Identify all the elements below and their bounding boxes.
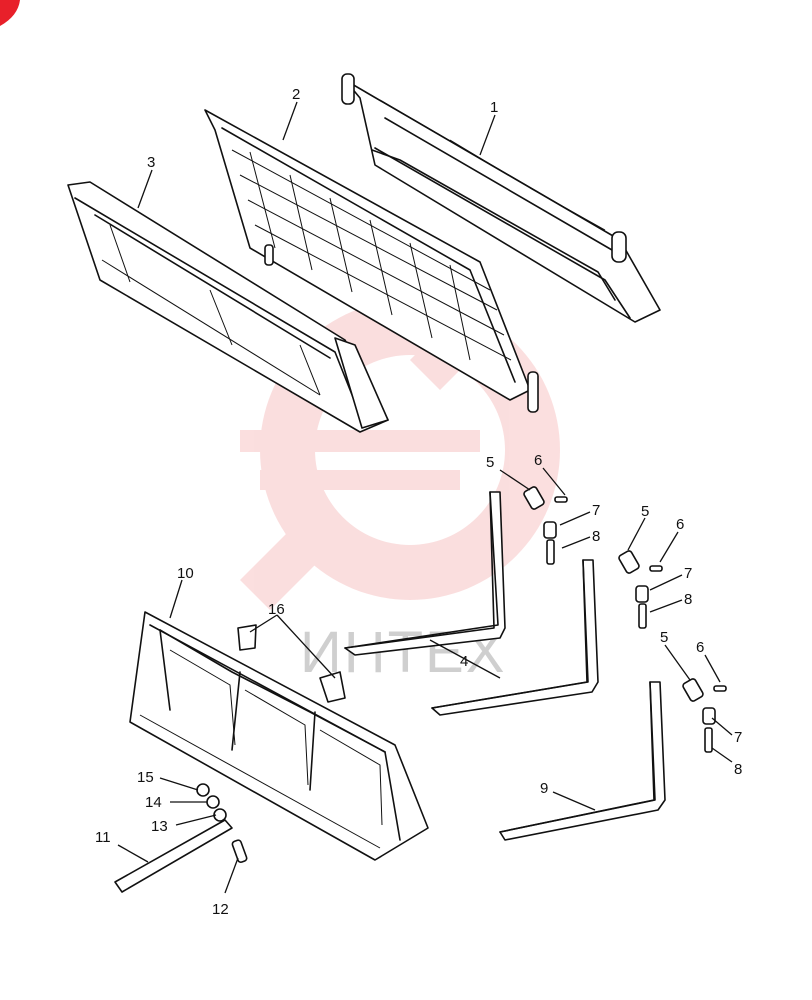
callout-13: 13: [151, 818, 168, 835]
callout-7b: 7: [684, 565, 692, 582]
callout-5b: 5: [641, 503, 649, 520]
hardware-set-a: [523, 486, 568, 565]
callout-4: 4: [460, 653, 468, 670]
hardware-12-15: [196, 783, 248, 864]
part-10-bucket: [129, 611, 429, 861]
callout-10: 10: [177, 565, 194, 582]
hardware-set-c: [682, 678, 727, 753]
callout-1: 1: [490, 99, 498, 116]
callout-6b: 6: [676, 516, 684, 533]
part-3-frame: [67, 181, 389, 433]
callout-8a: 8: [592, 528, 600, 545]
callout-8c: 8: [734, 761, 742, 778]
leader-lines: [117, 101, 733, 894]
callout-7a: 7: [592, 502, 600, 519]
part-4-fork-upper: [344, 491, 506, 656]
callout-5c: 5: [660, 629, 668, 646]
callout-11: 11: [95, 829, 111, 846]
corner-mark: [0, 0, 20, 26]
callout-6c: 6: [696, 639, 704, 656]
part-11-bar: [114, 819, 233, 893]
callout-2: 2: [292, 86, 300, 103]
callout-5a: 5: [486, 454, 494, 471]
callout-7c: 7: [734, 729, 742, 746]
callout-12: 12: [212, 901, 229, 918]
callout-9: 9: [540, 780, 548, 797]
callout-15: 15: [137, 769, 154, 786]
callout-16: 16: [268, 601, 285, 618]
callout-3: 3: [147, 154, 155, 171]
callout-8b: 8: [684, 591, 692, 608]
part-4-fork-middle: [431, 559, 599, 716]
callout-6a: 6: [534, 452, 542, 469]
part-1-frame: [341, 73, 661, 323]
callout-14: 14: [145, 794, 162, 811]
part-9-fork: [499, 681, 666, 841]
part-2-grille: [204, 109, 539, 413]
hardware-set-b: [618, 550, 663, 629]
